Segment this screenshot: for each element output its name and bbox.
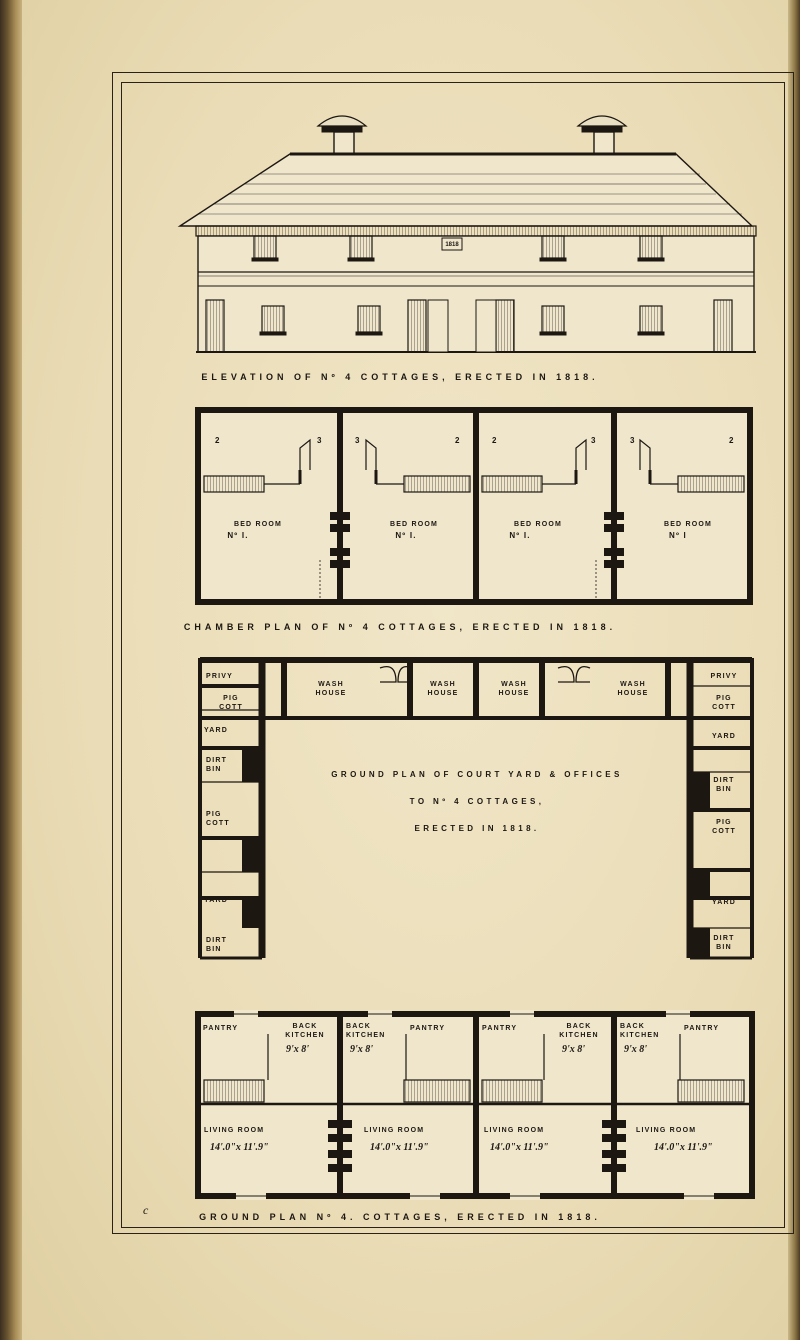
chamber-cell-number: 2	[215, 436, 221, 445]
living-room-dimensions: 14'.0"x 11'.9"	[654, 1142, 713, 1153]
chamber-cell-number: 3	[630, 436, 636, 445]
staircases	[203, 475, 745, 493]
living-room-dimensions: 14'.0"x 11'.9"	[370, 1142, 429, 1153]
court-plan-title-line1: GROUND PLAN OF COURT YARD & OFFICES	[331, 770, 623, 779]
court-plan-title-line3: ERECTED IN 1818.	[414, 824, 540, 833]
living-room-label: LIVING ROOM	[484, 1127, 545, 1134]
pantry-label: PANTRY	[684, 1025, 720, 1032]
bed-room-number: Nº I.	[509, 531, 531, 540]
bed-room-number: Nº I	[669, 531, 687, 540]
yard-label-lower-right: YARD	[712, 899, 736, 906]
inner-border	[121, 82, 785, 1228]
yard-label-upper-left: YARD	[204, 727, 228, 734]
door-swings	[264, 438, 678, 485]
privy-label-left: PRIVY	[206, 673, 234, 680]
bed-room-label: BED ROOM	[233, 521, 283, 528]
pantry-label: PANTRY	[482, 1025, 518, 1032]
court-plan-title-line2: TO Nº 4 COTTAGES,	[409, 797, 545, 806]
bed-room-number: Nº I.	[395, 531, 417, 540]
living-room-label: LIVING ROOM	[364, 1127, 425, 1134]
chamber-cell-number: 3	[355, 436, 361, 445]
elevation-drawing	[177, 115, 757, 353]
outer-border	[112, 72, 794, 1234]
ground-plan-caption: GROUND PLAN Nº 4. COTTAGES, ERECTED IN 1…	[199, 1212, 601, 1222]
pantry-label: PANTRY	[203, 1025, 239, 1032]
upper-windows	[251, 235, 665, 262]
back-kitchen-dimensions: 9'x 8'	[562, 1044, 586, 1055]
living-room-dimensions: 14'.0"x 11'.9"	[490, 1142, 549, 1153]
ground-openings	[205, 299, 733, 353]
chamber-cell-number: 2	[492, 436, 498, 445]
court-plan-drawing	[198, 657, 754, 960]
date-plaque-text: 1818	[445, 242, 459, 248]
living-room-label: LIVING ROOM	[204, 1127, 265, 1134]
wash-house-coppers	[379, 665, 591, 683]
pantry-label: PANTRY	[410, 1025, 446, 1032]
bed-room-label: BED ROOM	[389, 521, 439, 528]
bed-room-number: Nº I.	[227, 531, 249, 540]
date-plaque	[441, 237, 463, 251]
bin-walls	[242, 748, 710, 958]
chamber-plan-caption: CHAMBER PLAN OF Nº 4 COTTAGES, ERECTED I…	[183, 622, 617, 632]
chamber-plan-drawing	[195, 407, 753, 605]
elevation-caption: ELEVATION OF Nº 4 COTTAGES, ERECTED IN 1…	[201, 372, 599, 382]
margin-mark: c	[143, 1203, 149, 1217]
yard-label-upper-right: YARD	[712, 733, 736, 740]
back-kitchen-dimensions: 9'x 8'	[624, 1044, 648, 1055]
yard-label-lower-left: YARD	[204, 897, 228, 904]
chamber-cell-number: 3	[591, 436, 597, 445]
chimney-flues	[330, 512, 624, 568]
chamber-cell-number: 2	[455, 436, 461, 445]
back-kitchen-dimensions: 9'x 8'	[350, 1044, 374, 1055]
ground-staircases	[203, 1079, 745, 1103]
privy-label-right: PRIVY	[710, 673, 738, 680]
back-kitchen-dimensions: 9'x 8'	[286, 1044, 310, 1055]
roof	[177, 153, 754, 227]
living-room-dimensions: 14'.0"x 11'.9"	[210, 1142, 269, 1153]
ground-chimney-flues	[328, 1120, 626, 1172]
living-room-label: LIVING ROOM	[636, 1127, 697, 1134]
bed-room-label: BED ROOM	[663, 521, 713, 528]
chamber-cell-number: 2	[729, 436, 735, 445]
chamber-cell-number: 3	[317, 436, 323, 445]
book-edge-right	[788, 0, 800, 1340]
ground-plan-drawing	[195, 1010, 755, 1200]
book-spine-left	[0, 0, 22, 1340]
bed-room-label: BED ROOM	[513, 521, 563, 528]
eaves-cornice	[195, 225, 757, 237]
